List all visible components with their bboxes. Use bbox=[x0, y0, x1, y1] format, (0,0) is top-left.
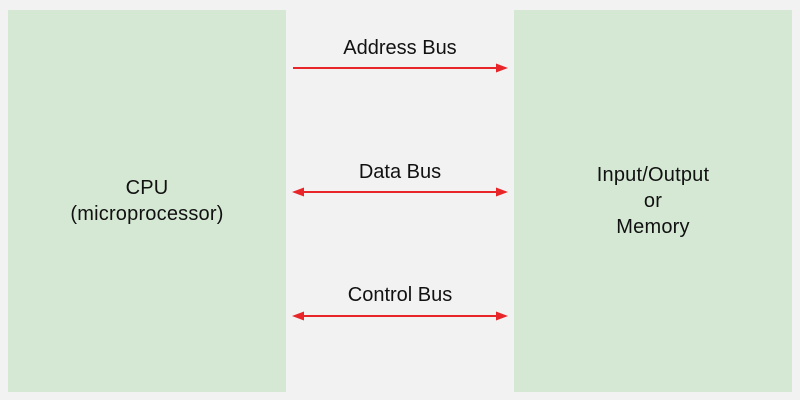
io-memory-line-1: Input/Output bbox=[596, 164, 710, 186]
address-bus-arrow bbox=[293, 63, 508, 73]
io-memory-block: Input/Output or Memory bbox=[514, 10, 792, 392]
cpu-title: CPU bbox=[125, 177, 169, 199]
address-bus-label: Address Bus bbox=[343, 37, 457, 59]
control-bus-arrow bbox=[292, 311, 508, 321]
control-bus-label: Control Bus bbox=[347, 284, 453, 306]
cpu-subtitle: (microprocessor) bbox=[70, 203, 224, 225]
data-bus-label: Data Bus bbox=[358, 161, 442, 183]
data-bus-arrow bbox=[292, 187, 508, 197]
io-memory-line-3: Memory bbox=[616, 216, 690, 238]
io-memory-line-2: or bbox=[643, 190, 663, 212]
cpu-block: CPU (microprocessor) bbox=[8, 10, 286, 392]
